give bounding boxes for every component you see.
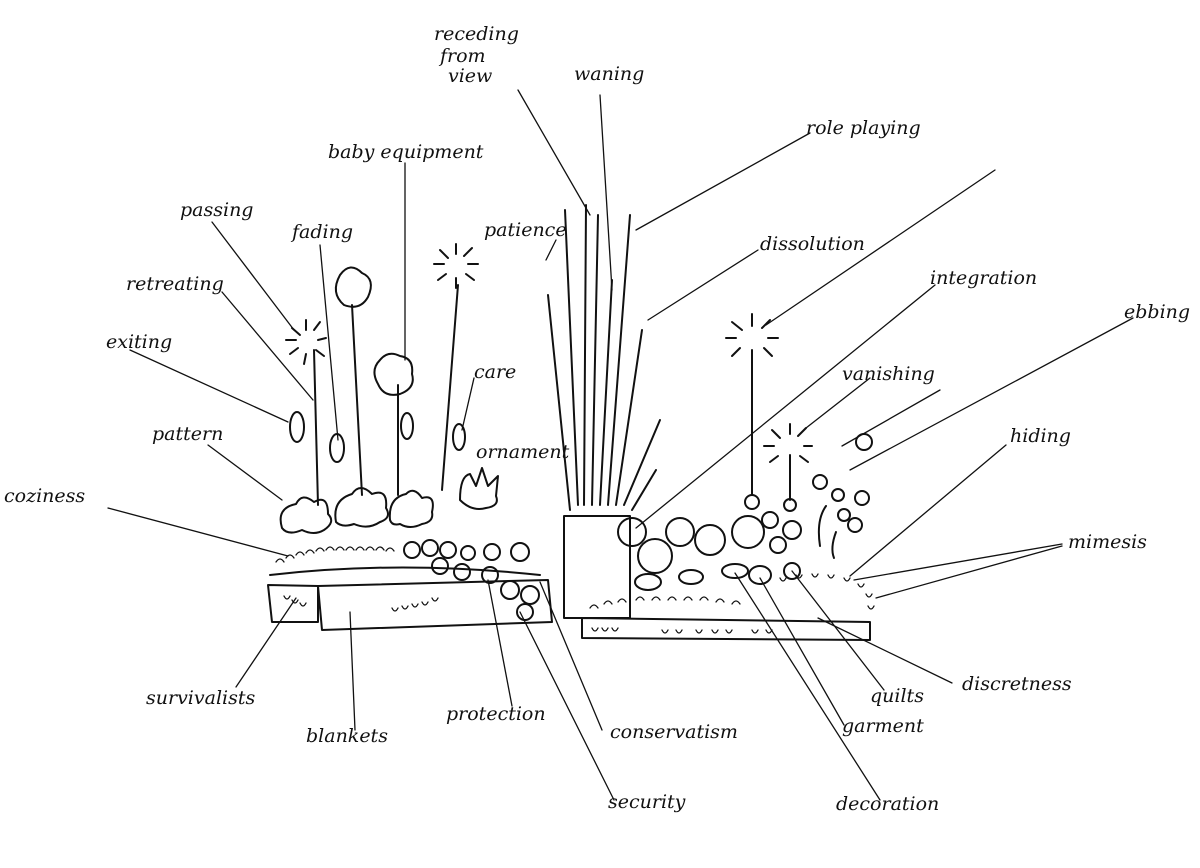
left-planter	[267, 243, 553, 631]
pattern-shrubs	[279, 467, 499, 534]
ornament-plant	[459, 467, 499, 510]
grass-box	[563, 515, 631, 619]
coziness-border	[275, 546, 395, 563]
label-survivalists: survivalists	[146, 687, 255, 709]
quilt-tufts	[591, 627, 773, 634]
label-exiting: exiting	[106, 331, 172, 353]
label-security: security	[608, 791, 686, 813]
alliums-left	[285, 243, 479, 506]
exiting-bud	[289, 411, 305, 443]
survivalists-box	[267, 584, 319, 623]
label-view: view	[448, 65, 492, 87]
label-dissolution: dissolution	[760, 233, 865, 255]
bubble-plants	[617, 433, 873, 591]
right-planter	[547, 204, 875, 641]
dissolution-flowerhead	[725, 313, 779, 363]
blankets-box	[317, 579, 553, 631]
survivalists-tufts	[283, 595, 307, 607]
alliums-right	[725, 313, 813, 501]
quilt-bed	[581, 617, 871, 641]
label-integration: integration	[930, 267, 1037, 289]
label-garment: garment	[842, 715, 924, 737]
label-baby-equipment: baby equipment	[328, 141, 484, 163]
label-protection: protection	[446, 703, 546, 725]
label-hiding: hiding	[1010, 425, 1071, 447]
fading-flowerhead	[334, 266, 372, 308]
label-receding: receding	[434, 23, 519, 45]
label-conservatism: conservatism	[610, 721, 738, 743]
passing-flowerhead	[285, 319, 327, 365]
grasses	[547, 204, 661, 511]
leader-lines	[107, 89, 1134, 801]
label-vanishing: vanishing	[842, 363, 935, 385]
label-retreating: retreating	[126, 273, 224, 295]
label-coziness: coziness	[4, 485, 85, 507]
label-waning: waning	[574, 63, 644, 85]
baby-equipment-flowerhead	[373, 352, 414, 396]
label-pattern: pattern	[152, 423, 223, 445]
label-patience: patience	[484, 219, 567, 241]
mimesis-edge	[779, 573, 875, 610]
label-from: from	[438, 45, 486, 67]
label-quilts: quilts	[870, 685, 924, 707]
pattern-bud	[329, 433, 345, 463]
planter-rim	[269, 566, 541, 576]
label-ebbing: ebbing	[1124, 301, 1190, 323]
pebble-cluster	[403, 539, 540, 621]
blanket-tufts	[391, 597, 439, 612]
label-passing: passing	[180, 199, 253, 221]
vanishing-flowerhead	[763, 423, 813, 469]
patience-flowerhead	[433, 243, 479, 289]
garment-border	[589, 596, 741, 609]
care-bud	[452, 423, 466, 451]
labels: receding from view waning role playing b…	[4, 23, 1190, 815]
label-care: care	[474, 361, 516, 383]
label-discretness: discretness	[962, 673, 1072, 695]
label-blankets: blankets	[306, 725, 388, 747]
label-mimesis: mimesis	[1068, 531, 1147, 553]
label-role-playing: role playing	[806, 117, 921, 139]
label-decoration: decoration	[836, 793, 939, 815]
label-fading: fading	[290, 221, 353, 243]
label-ornament: ornament	[476, 441, 570, 463]
